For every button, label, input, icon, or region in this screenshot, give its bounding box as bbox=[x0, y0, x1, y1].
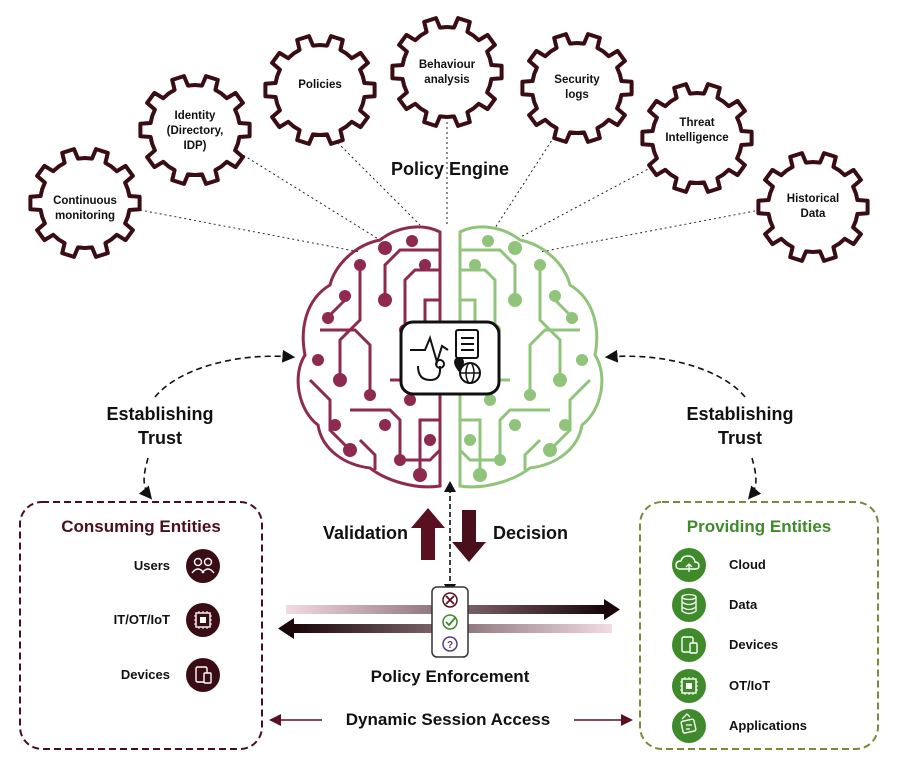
gear-continuous-monitoring bbox=[28, 147, 142, 259]
gear-label-continuous-monitoring: Continuous monitoring bbox=[53, 195, 117, 222]
providing-entities-box bbox=[639, 501, 879, 750]
providing-item-cloud: Cloud bbox=[729, 557, 766, 572]
applications-icon bbox=[672, 709, 706, 743]
gear-security-logs bbox=[520, 32, 634, 144]
gear-historical-data bbox=[756, 151, 870, 263]
providing-entities-title: Providing Entities bbox=[686, 517, 832, 536]
gear-label-policies: Policies bbox=[298, 79, 342, 91]
consuming-item-it-ot-iot: IT/OT/IoT bbox=[113, 612, 170, 627]
engine-enforcement-link bbox=[444, 481, 456, 595]
establishing-trust-right-label: Establishing Trust bbox=[686, 404, 794, 448]
chip-icon bbox=[186, 603, 220, 637]
policy-enforcement-label: Policy Enforcement bbox=[370, 667, 530, 686]
devices-icon bbox=[186, 658, 220, 692]
gears bbox=[28, 16, 870, 263]
brain-left-hemisphere bbox=[296, 225, 442, 489]
chip-icon bbox=[672, 669, 706, 703]
policy-enforcement-box: ? bbox=[431, 586, 469, 658]
validation-arrow bbox=[411, 508, 445, 560]
decision-arrow bbox=[452, 510, 486, 562]
database-icon bbox=[672, 588, 706, 622]
providing-item-data: Data bbox=[729, 597, 758, 612]
providing-item-applications: Applications bbox=[729, 718, 808, 733]
users-icon bbox=[186, 549, 220, 583]
decision-label: Decision bbox=[493, 523, 569, 543]
devices-icon bbox=[672, 628, 706, 662]
consuming-item-users: Users bbox=[133, 558, 170, 573]
gear-label-threat-intelligence: Threat Intelligence bbox=[665, 117, 729, 144]
monitoring-icon bbox=[399, 320, 501, 396]
providing-item-devices: Devices bbox=[729, 637, 779, 652]
providing-item-ot-iot: OT/IoT bbox=[729, 678, 771, 693]
gear-identity bbox=[138, 74, 252, 186]
trust-arcs bbox=[138, 349, 762, 500]
policy-engine-label: Policy Engine bbox=[390, 159, 510, 179]
gear-label-security-logs: Security logs bbox=[554, 74, 600, 101]
gear-threat-intelligence bbox=[640, 82, 754, 194]
dynamic-session-access-label: Dynamic Session Access bbox=[345, 710, 551, 729]
consuming-item-devices: Devices bbox=[120, 667, 170, 682]
svg-text:?: ? bbox=[447, 640, 453, 651]
establishing-trust-left-label: Establishing Trust bbox=[106, 404, 214, 448]
gear-label-identity: Identity (Directory, IDP) bbox=[166, 110, 224, 152]
cloud-icon bbox=[672, 548, 706, 582]
gear-label-historical-data: Historical Data bbox=[786, 193, 840, 220]
consuming-entities-title: Consuming Entities bbox=[61, 517, 221, 536]
gear-behaviour-analysis bbox=[390, 16, 504, 128]
gear-label-behaviour-analysis: Behaviour analysis bbox=[418, 59, 476, 86]
validation-label: Validation bbox=[322, 523, 408, 543]
gear-policies bbox=[263, 34, 377, 146]
